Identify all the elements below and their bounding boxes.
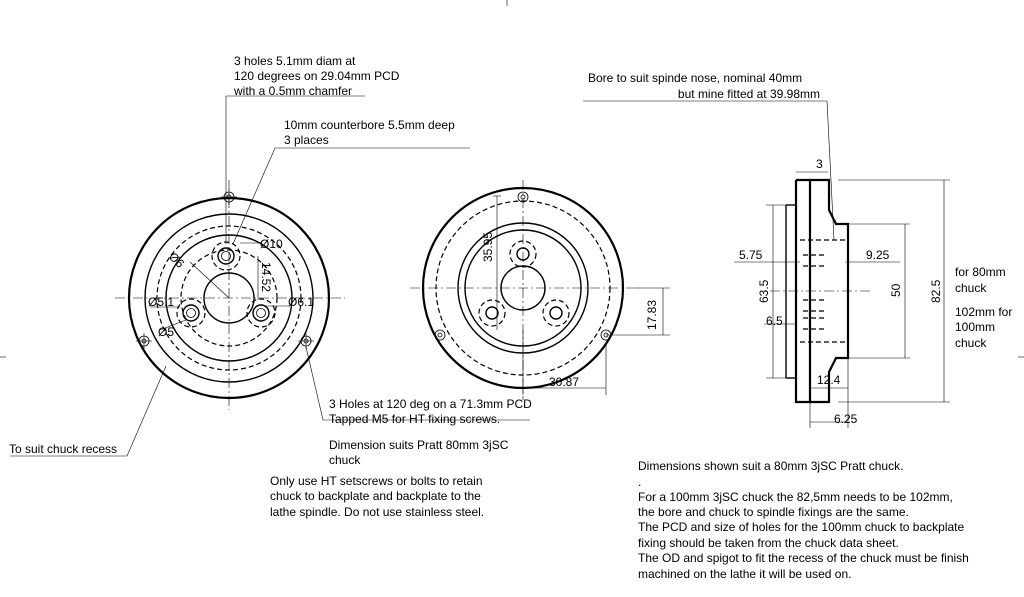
bore-note-1: Bore to suit spinde nose, nominal 40mm <box>588 71 802 85</box>
summary-line-2: . <box>638 475 641 489</box>
tapped-note-2: Tapped M5 for HT fixing screws. <box>329 412 500 426</box>
cbore-note-1: 10mm counterbore 5.5mm deep <box>284 118 455 132</box>
dim-17-83: 17.83 <box>645 300 659 330</box>
for80-note-2: chuck <box>955 281 987 295</box>
dim-12-4: 12.4 <box>817 373 841 387</box>
dimension-labels: Ø10 Ø6 14.52 Ø5.1 Ø5 Ø6.1 35.95 17.83 30… <box>148 157 943 426</box>
dim-d6-1: Ø6.1 <box>288 295 314 309</box>
mid-hole-top <box>509 240 537 268</box>
dim-30-87: 30.87 <box>549 375 579 389</box>
side-view <box>583 100 950 428</box>
dim-14-52: 14.52 <box>259 262 273 292</box>
dim-d10: Ø10 <box>260 237 283 251</box>
summary-line-8: machined on the lathe it will be used on… <box>638 567 851 581</box>
dim-d5: Ø5 <box>158 325 174 339</box>
dim-35-95: 35.95 <box>481 232 495 262</box>
dim-5-75: 5.75 <box>739 248 763 262</box>
dim-6-5: 6.5 <box>766 314 783 328</box>
summary-line-3: For a 100mm 3jSC chuck the 82,5mm needs … <box>638 490 953 504</box>
for102-note-2: 100mm <box>955 320 995 334</box>
ht-note-2: chuck to backplate and backplate to the <box>270 489 481 503</box>
dim-63-5: 63.5 <box>757 279 771 303</box>
mid-tapped-top <box>517 191 529 203</box>
summary-line-4: the bore and chuck to spindle fixings ar… <box>638 505 909 519</box>
ht-note-3: lathe spindle. Do not use stainless stee… <box>270 505 484 519</box>
dim-50: 50 <box>889 283 903 297</box>
annotations: 3 holes 5.1mm diam at 120 degrees on 29.… <box>9 54 1012 581</box>
summary-line-6: fixing should be taken from the chuck da… <box>638 536 899 550</box>
holes-note-2: 120 degrees on 29.04mm PCD <box>234 69 400 83</box>
ht-note-1: Only use HT setscrews or bolts to retain <box>270 474 483 488</box>
dim-d5-1: Ø5.1 <box>148 295 174 309</box>
holes-note-1: 3 holes 5.1mm diam at <box>234 54 356 68</box>
counterbore-hole-right <box>246 298 276 328</box>
tapped-hole-top <box>221 189 237 205</box>
mid-hole-right <box>542 299 570 327</box>
summary-line-5: The PCD and size of holes for the 100mm … <box>638 520 964 534</box>
dim-9-25: 9.25 <box>866 248 890 262</box>
front-view-middle <box>410 180 670 400</box>
holes-note-3: with a 0.5mm chamfer <box>233 84 352 98</box>
tapped-hole-left <box>136 333 152 349</box>
tapped-note-1: 3 Holes at 120 deg on a 71.3mm PCD <box>329 397 532 411</box>
pratt-note-2: chuck <box>329 453 361 467</box>
tapped-hole-right <box>298 333 314 349</box>
for102-note-1: 102mm for <box>955 305 1012 319</box>
for102-note-3: chuck <box>955 336 987 350</box>
pratt-note-1: Dimension suits Pratt 80mm 3jSC <box>329 438 509 452</box>
recess-note: To suit chuck recess <box>9 442 117 456</box>
for80-note-1: for 80mm <box>955 265 1006 279</box>
front-view-left <box>10 95 530 457</box>
mid-tapped-left <box>434 329 446 341</box>
dim-82-5: 82.5 <box>929 279 943 303</box>
dim-3: 3 <box>816 157 823 171</box>
summary-line-1: Dimensions shown suit a 80mm 3jSC Pratt … <box>638 459 903 473</box>
counterbore-hole-left <box>176 298 206 328</box>
dim-6-25: 6.25 <box>834 412 858 426</box>
counterbore-hole-top <box>211 241 241 271</box>
mid-hole-left <box>478 299 506 327</box>
cbore-note-2: 3 places <box>284 133 329 147</box>
summary-line-7: The OD and spigot to fit the recess of t… <box>638 551 969 565</box>
bore-note-2: but mine fitted at 39.98mm <box>678 87 820 101</box>
dim-d6: Ø6 <box>166 249 187 270</box>
